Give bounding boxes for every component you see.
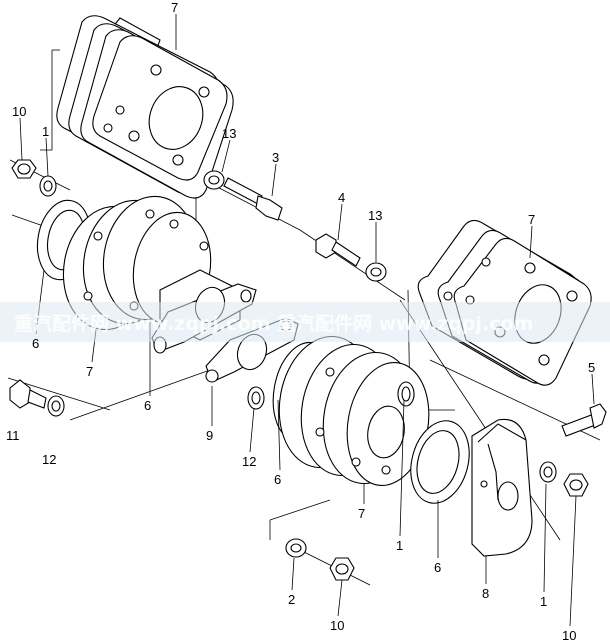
callout-3: 3 (272, 150, 279, 165)
callout-labels: 7 10 1 13 3 4 13 7 6 7 6 5 11 12 9 12 6 … (6, 0, 595, 643)
callout-2: 2 (288, 592, 295, 607)
callout-9: 9 (206, 428, 213, 443)
washer-bolt-3 (203, 170, 283, 221)
callout-1-right: 1 (540, 594, 547, 609)
bellows-discs-right (272, 335, 430, 487)
callout-7-bottom: 7 (358, 506, 365, 521)
callout-6-mid: 6 (274, 472, 281, 487)
callout-6-left: 6 (32, 336, 39, 351)
watermark-text: 重汽配件网 www.zqpj.com 重汽配件网 www.zqpj.com (14, 312, 533, 335)
bolt-4 (315, 233, 387, 282)
callout-6-bottom: 6 (434, 560, 441, 575)
gasket-stack-top (56, 15, 234, 199)
washer-mid (247, 386, 265, 410)
callout-7-right: 7 (528, 212, 535, 227)
callout-10-left: 10 (12, 104, 26, 119)
callout-7-left: 7 (86, 364, 93, 379)
callout-13-mid: 13 (222, 126, 236, 141)
sealing-ring-right (410, 420, 470, 504)
callout-7-top: 7 (171, 0, 178, 15)
bolt-11 (9, 379, 65, 417)
washer-top-left (39, 175, 57, 197)
washer-nut-bottom (285, 538, 355, 581)
support-bracket (471, 418, 533, 557)
callout-12-mid: 12 (242, 454, 256, 469)
callout-10-right: 10 (562, 628, 576, 643)
callout-10-bottom: 10 (330, 618, 344, 633)
callout-6-center: 6 (144, 398, 151, 413)
bolt-5 (561, 403, 607, 437)
callout-12-left: 12 (42, 452, 56, 467)
callout-1-left: 1 (42, 124, 49, 139)
watermark: 重汽配件网 www.zqpj.com 重汽配件网 www.zqpj.com (0, 302, 610, 342)
callout-4: 4 (338, 190, 345, 205)
callout-5: 5 (588, 360, 595, 375)
hex-nut-top-left (11, 159, 37, 179)
callout-1-bottom: 1 (396, 538, 403, 553)
callout-8: 8 (482, 586, 489, 601)
callout-11: 11 (6, 428, 20, 443)
callout-13-right: 13 (368, 208, 382, 223)
washer-nut-right (539, 461, 589, 497)
bellows-discs-left (62, 195, 212, 331)
